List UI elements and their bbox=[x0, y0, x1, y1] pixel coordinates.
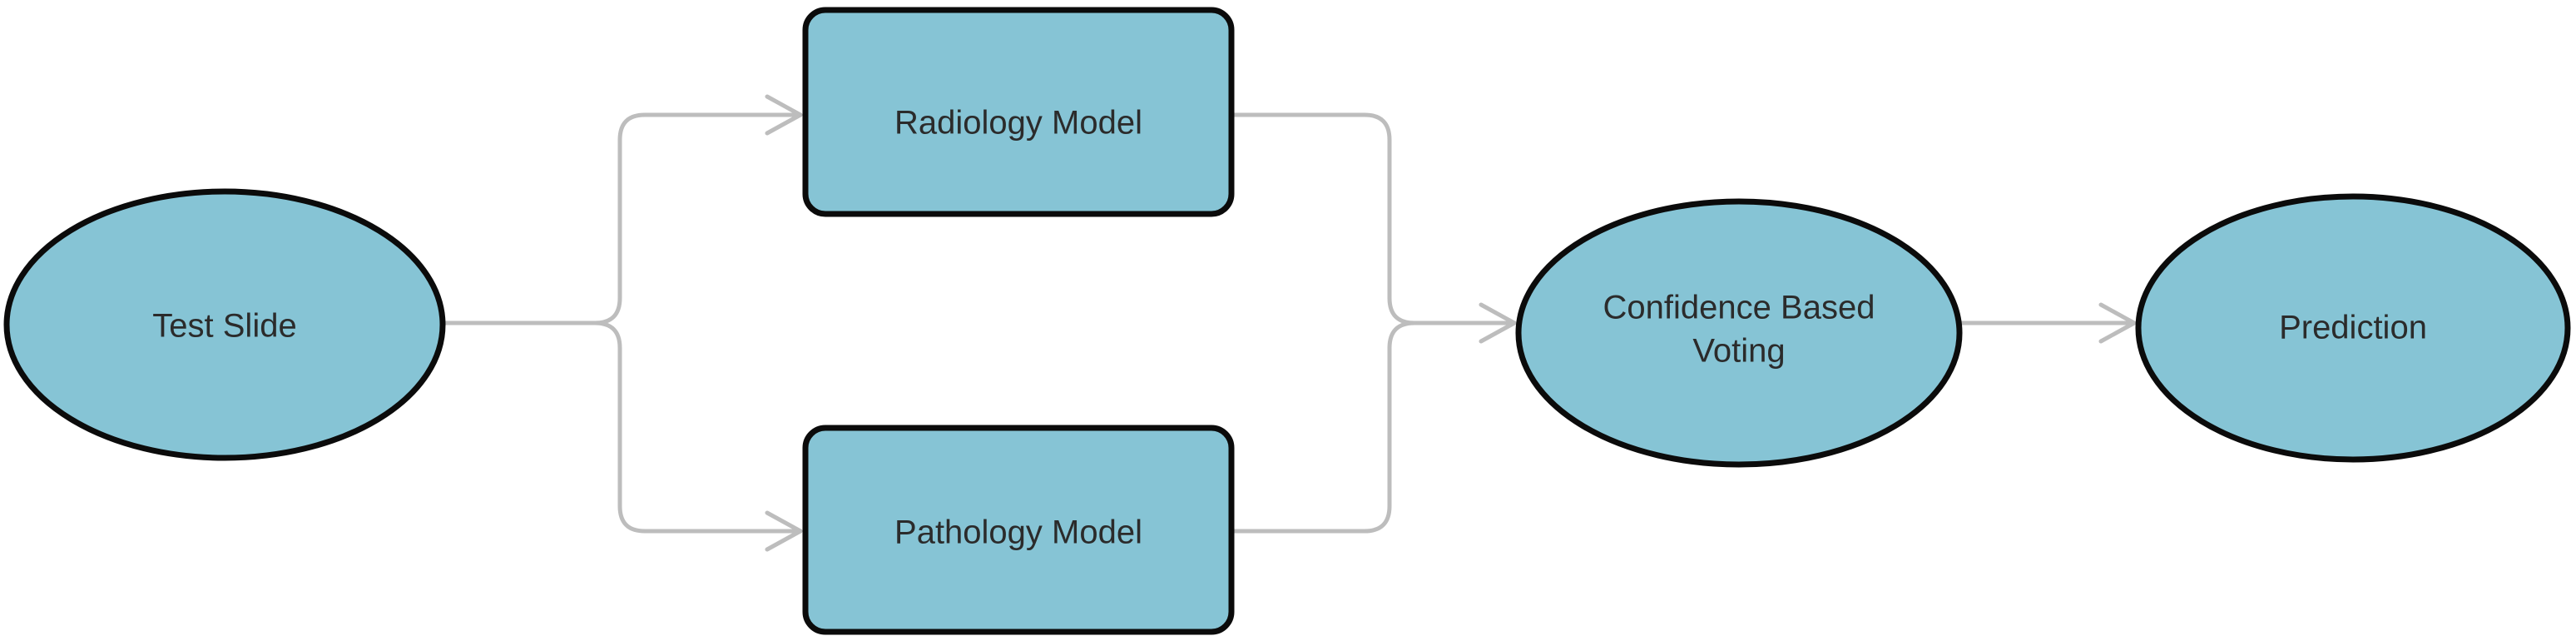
arrowhead-radiology bbox=[765, 94, 803, 136]
arrowhead-prediction bbox=[2098, 302, 2137, 344]
test-slide-ellipse bbox=[3, 188, 446, 461]
confidence-voting-label-line1: Confidence Based bbox=[1603, 290, 1875, 326]
prediction-label: Prediction bbox=[2279, 310, 2427, 346]
pathology-model-box bbox=[802, 425, 1235, 635]
edge-test-slide-to-radiology bbox=[443, 112, 803, 325]
pathology-model-label: Pathology Model bbox=[894, 514, 1142, 551]
node-test-slide: Test Slide bbox=[3, 188, 446, 461]
connectors bbox=[443, 94, 2137, 552]
confidence-voting-label-line2: Voting bbox=[1692, 333, 1785, 370]
confidence-voting-ellipse bbox=[1515, 198, 1963, 468]
edge-pathology-to-voting bbox=[1229, 320, 1417, 534]
test-slide-label: Test Slide bbox=[152, 308, 296, 345]
node-pathology-model: Pathology Model bbox=[802, 425, 1235, 635]
edge-radiology-to-voting bbox=[1229, 112, 1517, 325]
node-radiology-model: Radiology Model bbox=[802, 7, 1235, 217]
edge-test-slide-to-pathology bbox=[592, 320, 803, 534]
node-prediction: Prediction bbox=[2135, 193, 2571, 463]
radiology-model-label: Radiology Model bbox=[894, 105, 1142, 142]
arrowhead-pathology bbox=[765, 510, 803, 552]
node-confidence-based-voting: Confidence Based Voting bbox=[1515, 198, 1963, 468]
arrowhead-voting bbox=[1479, 302, 1517, 344]
radiology-model-box bbox=[802, 7, 1235, 217]
prediction-ellipse bbox=[2135, 193, 2571, 463]
